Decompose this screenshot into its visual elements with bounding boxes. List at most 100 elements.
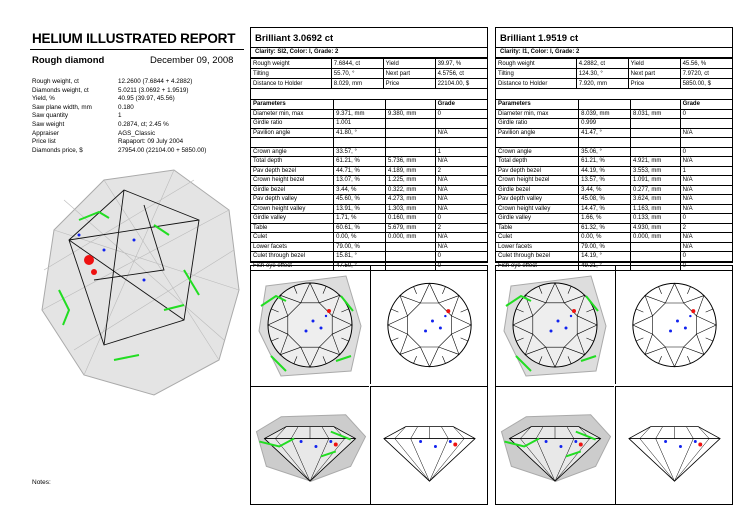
parameter-cell [434, 118, 487, 129]
summary-cell: 7.920, mm [575, 78, 629, 89]
diamond-top-view [615, 266, 733, 384]
parameter-cell: 4.273, mm [385, 194, 436, 205]
property-label: Saw quantity [32, 112, 69, 120]
parameter-cell: Girdle valley [251, 213, 334, 224]
parameter-cell [385, 127, 436, 138]
parameter-cell [630, 251, 681, 262]
parameter-cell: Girdle ratio [251, 118, 334, 129]
property-label: Price list [32, 138, 56, 146]
rough-diamond-image [41, 169, 240, 396]
property-label: Saw plane width, mm [32, 103, 92, 111]
parameter-cell: Culet through bezel [496, 251, 579, 262]
parameter-cell: 13.91, % [333, 203, 386, 214]
parameter-cell [385, 146, 436, 157]
parameter-cell: 0 [434, 108, 487, 119]
property-label: Appraiser [32, 129, 59, 137]
diamond-side-view-with-rough [251, 386, 369, 504]
parameters-header: Grade [434, 99, 487, 110]
parameter-cell: N/A [679, 232, 732, 243]
summary-cell: Rough weight [251, 58, 332, 69]
parameters-header [578, 99, 631, 110]
parameter-cell: 61.21, % [578, 156, 631, 167]
parameter-cell [630, 241, 681, 252]
parameters-header [333, 99, 386, 110]
parameter-cell: N/A [679, 175, 732, 186]
diamond-images-1 [250, 265, 488, 505]
parameter-cell: Culet [251, 232, 334, 243]
parameter-cell: 1 [434, 146, 487, 157]
parameter-cell: 0.160, mm [385, 213, 436, 224]
notes-label: Notes: [32, 479, 51, 486]
parameter-cell: 9.380, mm [385, 108, 436, 119]
property-row: Diamonds price, $27954.00 (22104.00 + 58… [32, 147, 206, 156]
parameter-cell: 0.000, mm [630, 232, 681, 243]
parameters-header [630, 99, 681, 110]
parameter-cell: Crown height bezel [251, 175, 334, 186]
parameter-cell: 1.71, % [333, 213, 386, 224]
parameter-cell [333, 137, 386, 148]
parameter-cell: 2 [679, 222, 732, 233]
parameter-cell: 0.322, mm [385, 184, 436, 195]
parameter-cell: 3.44, % [333, 184, 386, 195]
parameter-cell [251, 137, 334, 148]
property-value: 40.95 (39.97, 45.56) [118, 95, 175, 103]
parameter-cell [385, 118, 436, 129]
parameter-cell: Girdle bezel [251, 184, 334, 195]
parameter-cell: 45.08, % [578, 194, 631, 205]
parameter-cell: 44.71, % [333, 165, 386, 176]
diamond-top-view [370, 266, 488, 384]
parameter-cell: Lower facets [496, 241, 579, 252]
parameter-cell: 1.001 [333, 118, 386, 129]
parameter-cell [385, 137, 436, 148]
parameter-cell: 0 [679, 251, 732, 262]
parameter-cell: 3.624, mm [630, 194, 681, 205]
diamond-clarity: Clarity: SI2, Color: I, Grade: 2 [251, 48, 487, 58]
parameter-cell: Total depth [251, 156, 334, 167]
summary-cell: 124.30, ° [575, 68, 629, 79]
parameter-cell: Crown angle [496, 146, 579, 157]
parameter-cell: N/A [679, 127, 732, 138]
parameter-cell: N/A [434, 184, 487, 195]
parameter-cell: 1.091, mm [630, 175, 681, 186]
parameter-cell: 0 [679, 213, 732, 224]
parameter-cell: N/A [434, 203, 487, 214]
parameter-cell [434, 137, 487, 148]
summary-cell: 8.029, mm [330, 78, 384, 89]
diamond-title: Brilliant 1.9519 ct [496, 28, 732, 48]
property-label: Saw weight [32, 120, 65, 128]
parameter-cell [385, 241, 436, 252]
parameter-cell: N/A [434, 241, 487, 252]
parameter-cell: 15.81, ° [333, 251, 386, 262]
summary-cell: 5850.00, $ [679, 78, 732, 89]
parameter-cell: Culet [496, 232, 579, 243]
parameter-cell: 13.07, % [333, 175, 386, 186]
parameter-cell: 41.80, ° [333, 127, 386, 138]
parameter-cell [630, 127, 681, 138]
parameter-cell [385, 251, 436, 262]
parameter-cell: Pavilion angle [251, 127, 334, 138]
summary-cell: 55.70, ° [330, 68, 384, 79]
parameter-cell: 33.57, ° [333, 146, 386, 157]
